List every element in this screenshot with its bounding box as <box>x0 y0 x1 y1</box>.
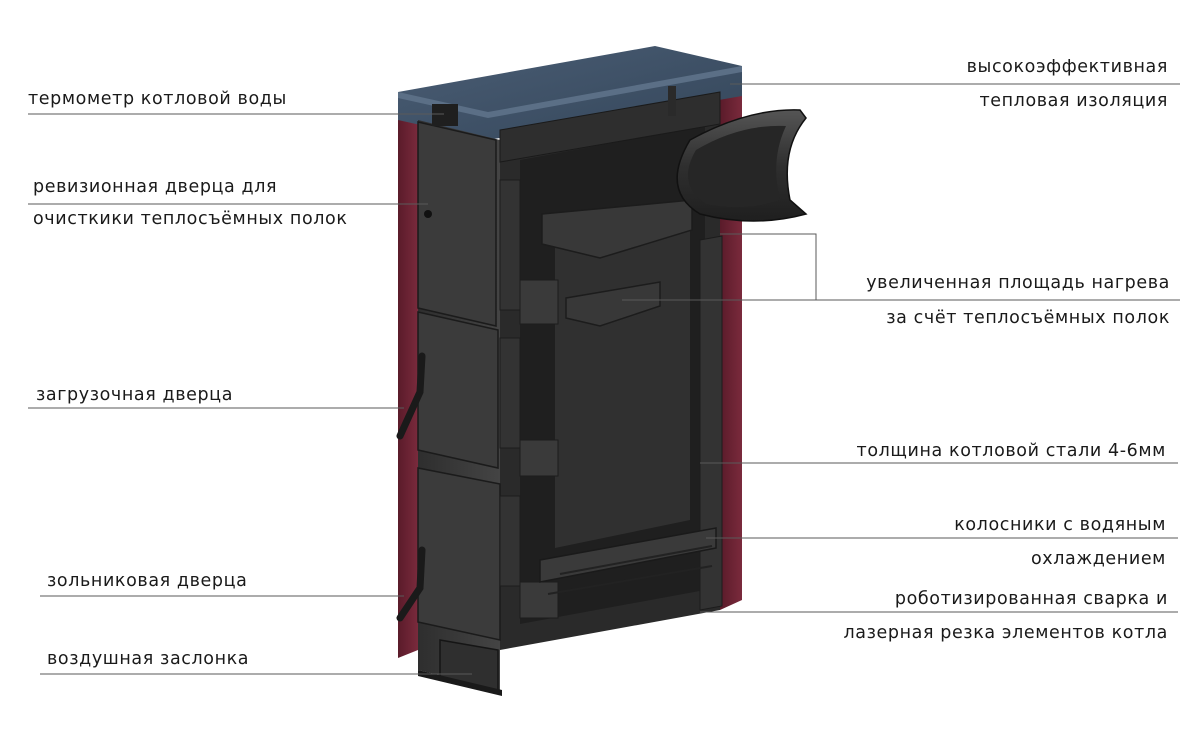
callout-loading-door-text: загрузочная дверца <box>36 385 234 405</box>
callout-heating-area: увеличенная площадь нагрева за счёт тепл… <box>866 272 1170 329</box>
callout-air-damper: воздушная заслонка <box>47 648 249 670</box>
callout-inspection-door-line1: ревизионная дверца для <box>33 177 278 197</box>
rib-2 <box>499 337 521 449</box>
flue-pipe-inner <box>688 125 786 208</box>
heat-shelf-upper <box>541 199 693 259</box>
callout-air-damper-text: воздушная заслонка <box>47 649 250 669</box>
callout-grates-line1: колосники с водяным <box>954 515 1166 535</box>
grate-bar-1 <box>559 545 713 575</box>
rib-3 <box>499 495 521 587</box>
callout-welding-line2: лазерная резка элементов котла <box>843 623 1168 643</box>
callout-grates: колосники с водяным охлаждением <box>954 514 1166 570</box>
callout-heating-area-line1: увеличенная площадь нагрева <box>866 273 1170 293</box>
rib-1 <box>499 179 521 311</box>
grates-shape <box>539 527 717 583</box>
callout-inspection-door: ревизионная дверца для очисткики теплосъ… <box>33 176 348 230</box>
loading-door-handle <box>396 352 426 440</box>
rib-6 <box>519 581 559 619</box>
ash-door-handle <box>396 546 426 622</box>
callout-thermometer-text: термометр котловой воды <box>28 89 287 109</box>
callout-welding: роботизированная сварка и лазерная резка… <box>843 588 1168 644</box>
grate-bar-2 <box>547 565 713 595</box>
jacket-left <box>398 110 418 658</box>
callout-insulation: высокоэффективная тепловая изоляция <box>967 56 1168 112</box>
thermometer-sleeve-2 <box>668 86 676 116</box>
callout-insulation-line2: тепловая изоляция <box>979 91 1168 111</box>
callout-ash-door-text: зольниковая дверца <box>47 571 248 591</box>
inspection-door-shape <box>417 121 497 327</box>
callout-insulation-line1: высокоэффективная <box>966 57 1168 77</box>
callout-heating-area-line2: за счёт теплосъёмных полок <box>886 308 1170 328</box>
leader-heating-area <box>720 233 1180 301</box>
callout-thermometer: термометр котловой воды <box>28 88 287 110</box>
callout-steel-thickness-text: толщина котловой стали 4-6мм <box>856 441 1166 461</box>
callout-steel-thickness: толщина котловой стали 4-6мм <box>857 440 1166 462</box>
base-plate <box>418 670 502 696</box>
callout-ash-door: зольниковая дверца <box>47 570 247 592</box>
inspection-door-knob <box>424 210 432 218</box>
heat-shelf-lower <box>565 281 661 327</box>
callout-welding-line1: роботизированная сварка и <box>894 589 1168 609</box>
thermometer-sleeve <box>432 104 458 126</box>
rib-5 <box>519 439 559 477</box>
top-channel <box>499 91 721 163</box>
callout-loading-door: загрузочная дверца <box>36 384 233 406</box>
callout-grates-line2: охлаждением <box>1031 549 1166 569</box>
callout-inspection-door-line2: очисткики теплосъёмных полок <box>33 209 348 229</box>
right-wall <box>699 235 723 611</box>
rib-4 <box>519 279 559 325</box>
